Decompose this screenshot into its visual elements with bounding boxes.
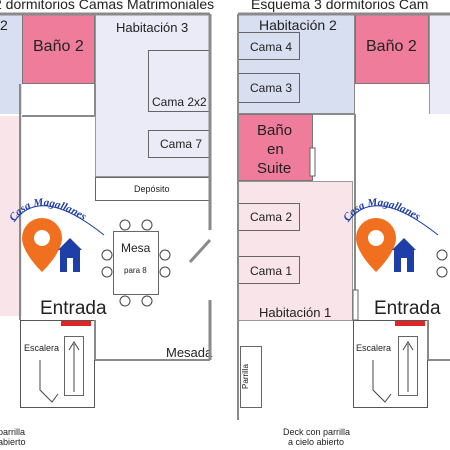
left-table-chairs	[101, 219, 171, 307]
left-grill-fragment-2: abierto	[0, 437, 26, 447]
left-plan-title: 2 dormitorios Camas Matrimoniales	[0, 0, 215, 12]
left-bed-7	[148, 130, 210, 158]
right-bed-3	[238, 73, 300, 103]
right-suite-bathroom	[238, 114, 313, 181]
left-entrance-label: Entrada	[40, 298, 107, 319]
right-suite-line-1: Baño	[257, 122, 293, 139]
left-diagonal-wall	[188, 238, 212, 264]
left-pink-strip	[0, 116, 22, 316]
right-bed-4	[238, 32, 300, 60]
right-lower-area	[353, 320, 428, 408]
left-walls	[0, 12, 212, 361]
right-deck-line-1: Deck con parrilla	[283, 427, 351, 437]
left-counter-label: Mesada	[166, 345, 213, 360]
right-walls	[237, 12, 450, 420]
left-storage	[95, 177, 210, 201]
left-stairs-label: Escalera	[24, 343, 60, 353]
right-window-stubs	[309, 147, 359, 321]
right-bedroom-1-label: Habitación 1	[259, 305, 332, 320]
right-stairs-label: Escalera	[356, 343, 392, 353]
right-bed-1	[238, 256, 300, 284]
right-entrance-label: Entrada	[374, 298, 441, 319]
right-bathroom	[355, 14, 429, 84]
left-bed-7-label: Cama 7	[160, 137, 203, 151]
right-entrance-door	[395, 320, 425, 326]
left-logo: Casa Magallanes	[7, 196, 105, 272]
right-grill-box	[240, 346, 262, 408]
left-dining-table	[113, 231, 159, 295]
right-bathroom-label: Baño 2	[366, 38, 417, 55]
left-bathroom-label: Baño 2	[33, 38, 84, 55]
left-stairs-arrow	[39, 341, 80, 403]
left-bedroom-3-label: Habitación 3	[116, 20, 189, 35]
right-stairs-arrow	[372, 341, 414, 403]
right-bed-4-label: Cama 4	[250, 40, 293, 54]
right-edge-room	[429, 14, 450, 114]
left-bed-2x2	[148, 50, 210, 112]
left-bedroom-fragment	[0, 14, 22, 114]
right-plan-title: Esquema 3 dormitorios Cam	[251, 0, 429, 12]
left-grill-fragment-1: parrilla	[0, 427, 26, 437]
right-bed-3-label: Cama 3	[250, 81, 293, 95]
right-bed-2-label: Cama 2	[250, 210, 293, 224]
right-table-chairs	[436, 249, 448, 278]
left-table-title: Mesa	[121, 241, 151, 255]
left-room-fragment-label: 2	[0, 17, 8, 33]
left-entrance-door	[61, 320, 91, 326]
right-deck-line-2: a cielo abierto	[288, 437, 345, 447]
left-lower-area	[20, 320, 95, 408]
right-bedroom-2-label: Habitación 2	[259, 17, 337, 33]
left-bed-2x2-label: Cama 2x2	[152, 95, 207, 109]
right-suite-line-2: en	[267, 141, 284, 158]
left-storage-label: Depósito	[134, 184, 170, 194]
right-suite-line-3: Suite	[257, 160, 292, 177]
right-bed-1-label: Cama 1	[250, 264, 293, 278]
left-table-subtitle: para 8	[124, 266, 147, 275]
